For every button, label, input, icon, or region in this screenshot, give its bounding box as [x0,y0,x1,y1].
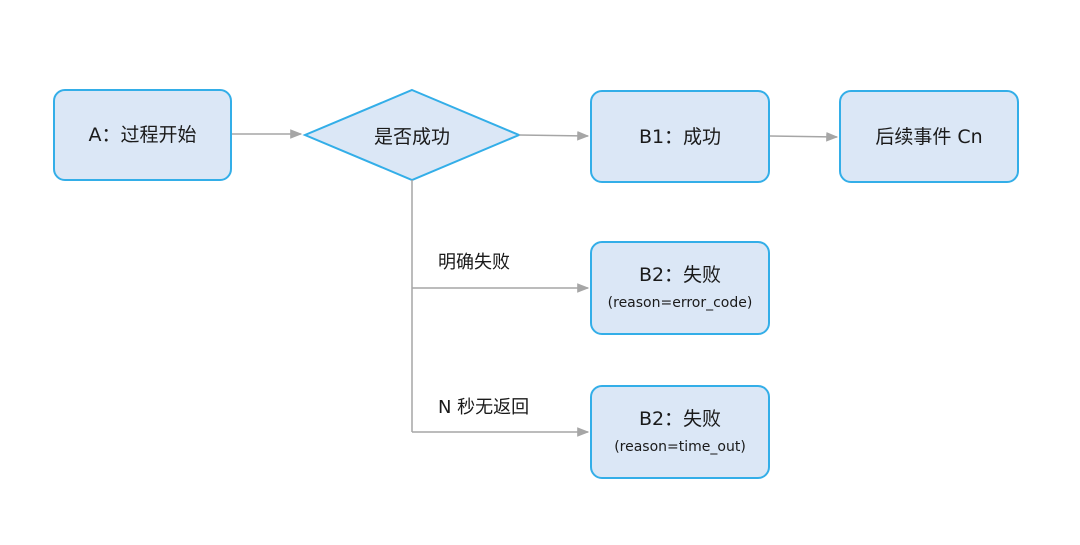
edge-label-timeout: N 秒无返回 [438,397,530,418]
edge-label-explicit-failure: 明确失败 [438,252,510,273]
decision-label: 是否成功 [373,125,450,148]
node-fail-error-reason: (reason=error_code) [607,295,753,311]
edge-decision-to-success [518,131,590,141]
node-success-label: B1：成功 [638,125,722,148]
node-fail-error-label: B2：失败 [638,264,722,286]
node-fail-timeout-reason: (reason=time_out) [614,439,746,455]
node-next-event-label: 后续事件 Cn [875,125,983,148]
node-start-label: A：过程开始 [88,124,197,146]
edge-success-to-next-event [769,132,839,142]
node-success[interactable]: B1：成功 [590,90,770,183]
node-fail-timeout[interactable]: B2：失败 (reason=time_out) [590,385,770,479]
node-fail-error[interactable]: B2：失败 (reason=error_code) [590,241,770,335]
node-next-event[interactable]: 后续事件 Cn [839,90,1019,183]
node-start[interactable]: A：过程开始 [53,89,232,181]
node-fail-timeout-label: B2：失败 [638,408,722,430]
